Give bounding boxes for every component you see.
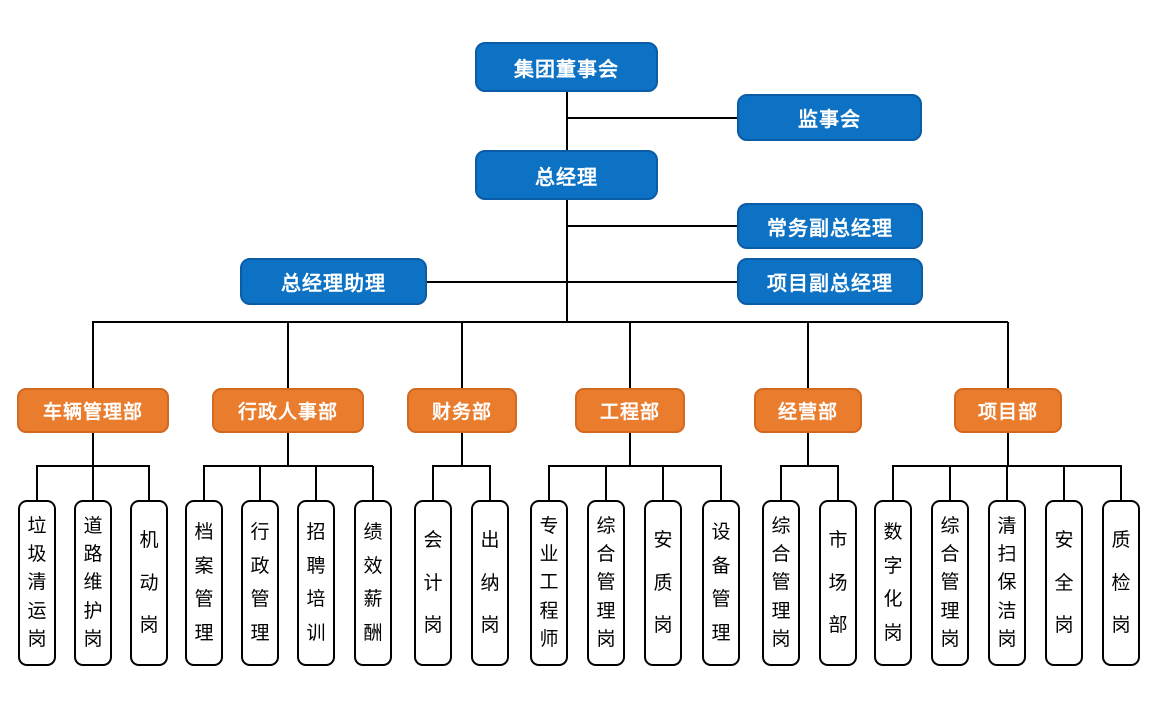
position-node: 招聘培训 — [297, 500, 335, 666]
connector-line — [567, 225, 737, 227]
node-finance-dept: 财务部 — [407, 388, 517, 433]
position-node: 综合管理岗 — [762, 500, 800, 666]
position-node: 行政管理 — [241, 500, 279, 666]
position-node: 出纳岗 — [471, 500, 509, 666]
connector-line — [92, 466, 94, 500]
node-project-deputy-gm: 项目副总经理 — [737, 258, 923, 305]
connector-line — [662, 466, 664, 500]
connector-line — [489, 466, 491, 500]
position-node: 安质岗 — [644, 500, 682, 666]
position-node: 垃圾清运岗 — [18, 500, 56, 666]
position-node: 质检岗 — [1102, 500, 1140, 666]
connector-line — [461, 433, 463, 466]
connector-line — [837, 466, 839, 500]
connector-line — [92, 433, 94, 466]
connector-line — [1063, 466, 1065, 500]
connector-line — [567, 117, 737, 119]
node-general-manager: 总经理 — [475, 150, 658, 200]
connector-line — [629, 322, 631, 388]
connector-line — [566, 92, 568, 150]
position-node: 绩效薪酬 — [354, 500, 392, 666]
connector-line — [629, 433, 631, 466]
connector-line — [720, 466, 722, 500]
position-node: 道路维护岗 — [74, 500, 112, 666]
node-gm-assistant: 总经理助理 — [240, 258, 427, 305]
position-node: 综合管理岗 — [931, 500, 969, 666]
connector-line — [1006, 466, 1008, 500]
position-node: 综合管理岗 — [587, 500, 625, 666]
connector-line — [92, 321, 1008, 323]
connector-line — [287, 322, 289, 388]
position-node: 专业工程师 — [530, 500, 568, 666]
connector-line — [148, 466, 150, 500]
connector-line — [807, 433, 809, 466]
connector-line — [432, 466, 434, 500]
node-board-of-directors: 集团董事会 — [475, 42, 658, 92]
position-node: 安全岗 — [1045, 500, 1083, 666]
connector-line — [203, 466, 205, 500]
connector-line — [36, 466, 38, 500]
connector-line — [287, 433, 289, 466]
connector-line — [892, 466, 894, 500]
node-project-dept: 项目部 — [954, 388, 1062, 433]
position-node: 市场部 — [819, 500, 857, 666]
connector-line — [315, 466, 317, 500]
position-node: 档案管理 — [185, 500, 223, 666]
connector-line — [372, 466, 374, 500]
position-node: 清扫保洁岗 — [988, 500, 1026, 666]
connector-line — [92, 322, 94, 388]
connector-line — [807, 322, 809, 388]
position-node: 机动岗 — [130, 500, 168, 666]
node-vehicle-management-dept: 车辆管理部 — [17, 388, 169, 433]
position-node: 数字化岗 — [874, 500, 912, 666]
node-executive-deputy-gm: 常务副总经理 — [737, 203, 923, 249]
connector-line — [780, 465, 839, 467]
node-engineering-dept: 工程部 — [575, 388, 685, 433]
connector-line — [949, 466, 951, 500]
node-operations-dept: 经营部 — [754, 388, 862, 433]
connector-line — [259, 466, 261, 500]
connector-line — [432, 465, 491, 467]
connector-line — [1007, 433, 1009, 466]
node-supervisory-board: 监事会 — [737, 94, 922, 141]
connector-line — [427, 281, 737, 283]
connector-line — [203, 465, 373, 467]
connector-line — [1007, 322, 1009, 388]
node-admin-hr-dept: 行政人事部 — [212, 388, 364, 433]
position-node: 设备管理 — [702, 500, 740, 666]
connector-line — [605, 466, 607, 500]
connector-line — [566, 200, 568, 322]
connector-line — [548, 466, 550, 500]
connector-line — [780, 466, 782, 500]
connector-line — [1120, 466, 1122, 500]
connector-line — [548, 465, 722, 467]
position-node: 会计岗 — [414, 500, 452, 666]
connector-line — [461, 322, 463, 388]
